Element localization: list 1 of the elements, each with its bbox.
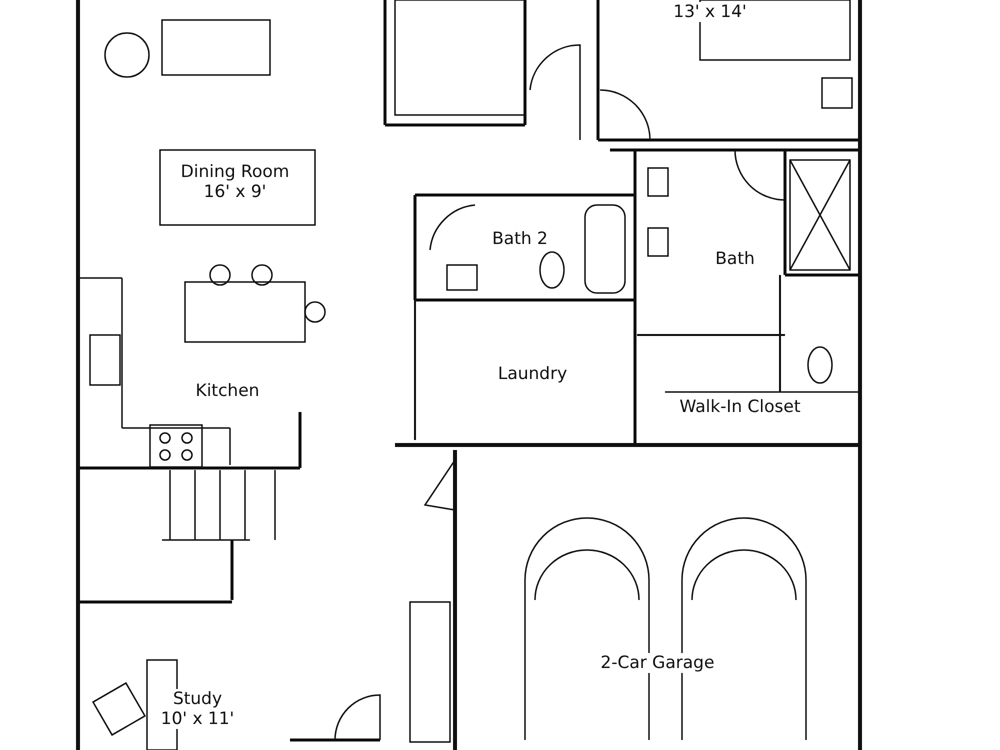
room-label: 2-Car Garage <box>598 653 716 673</box>
